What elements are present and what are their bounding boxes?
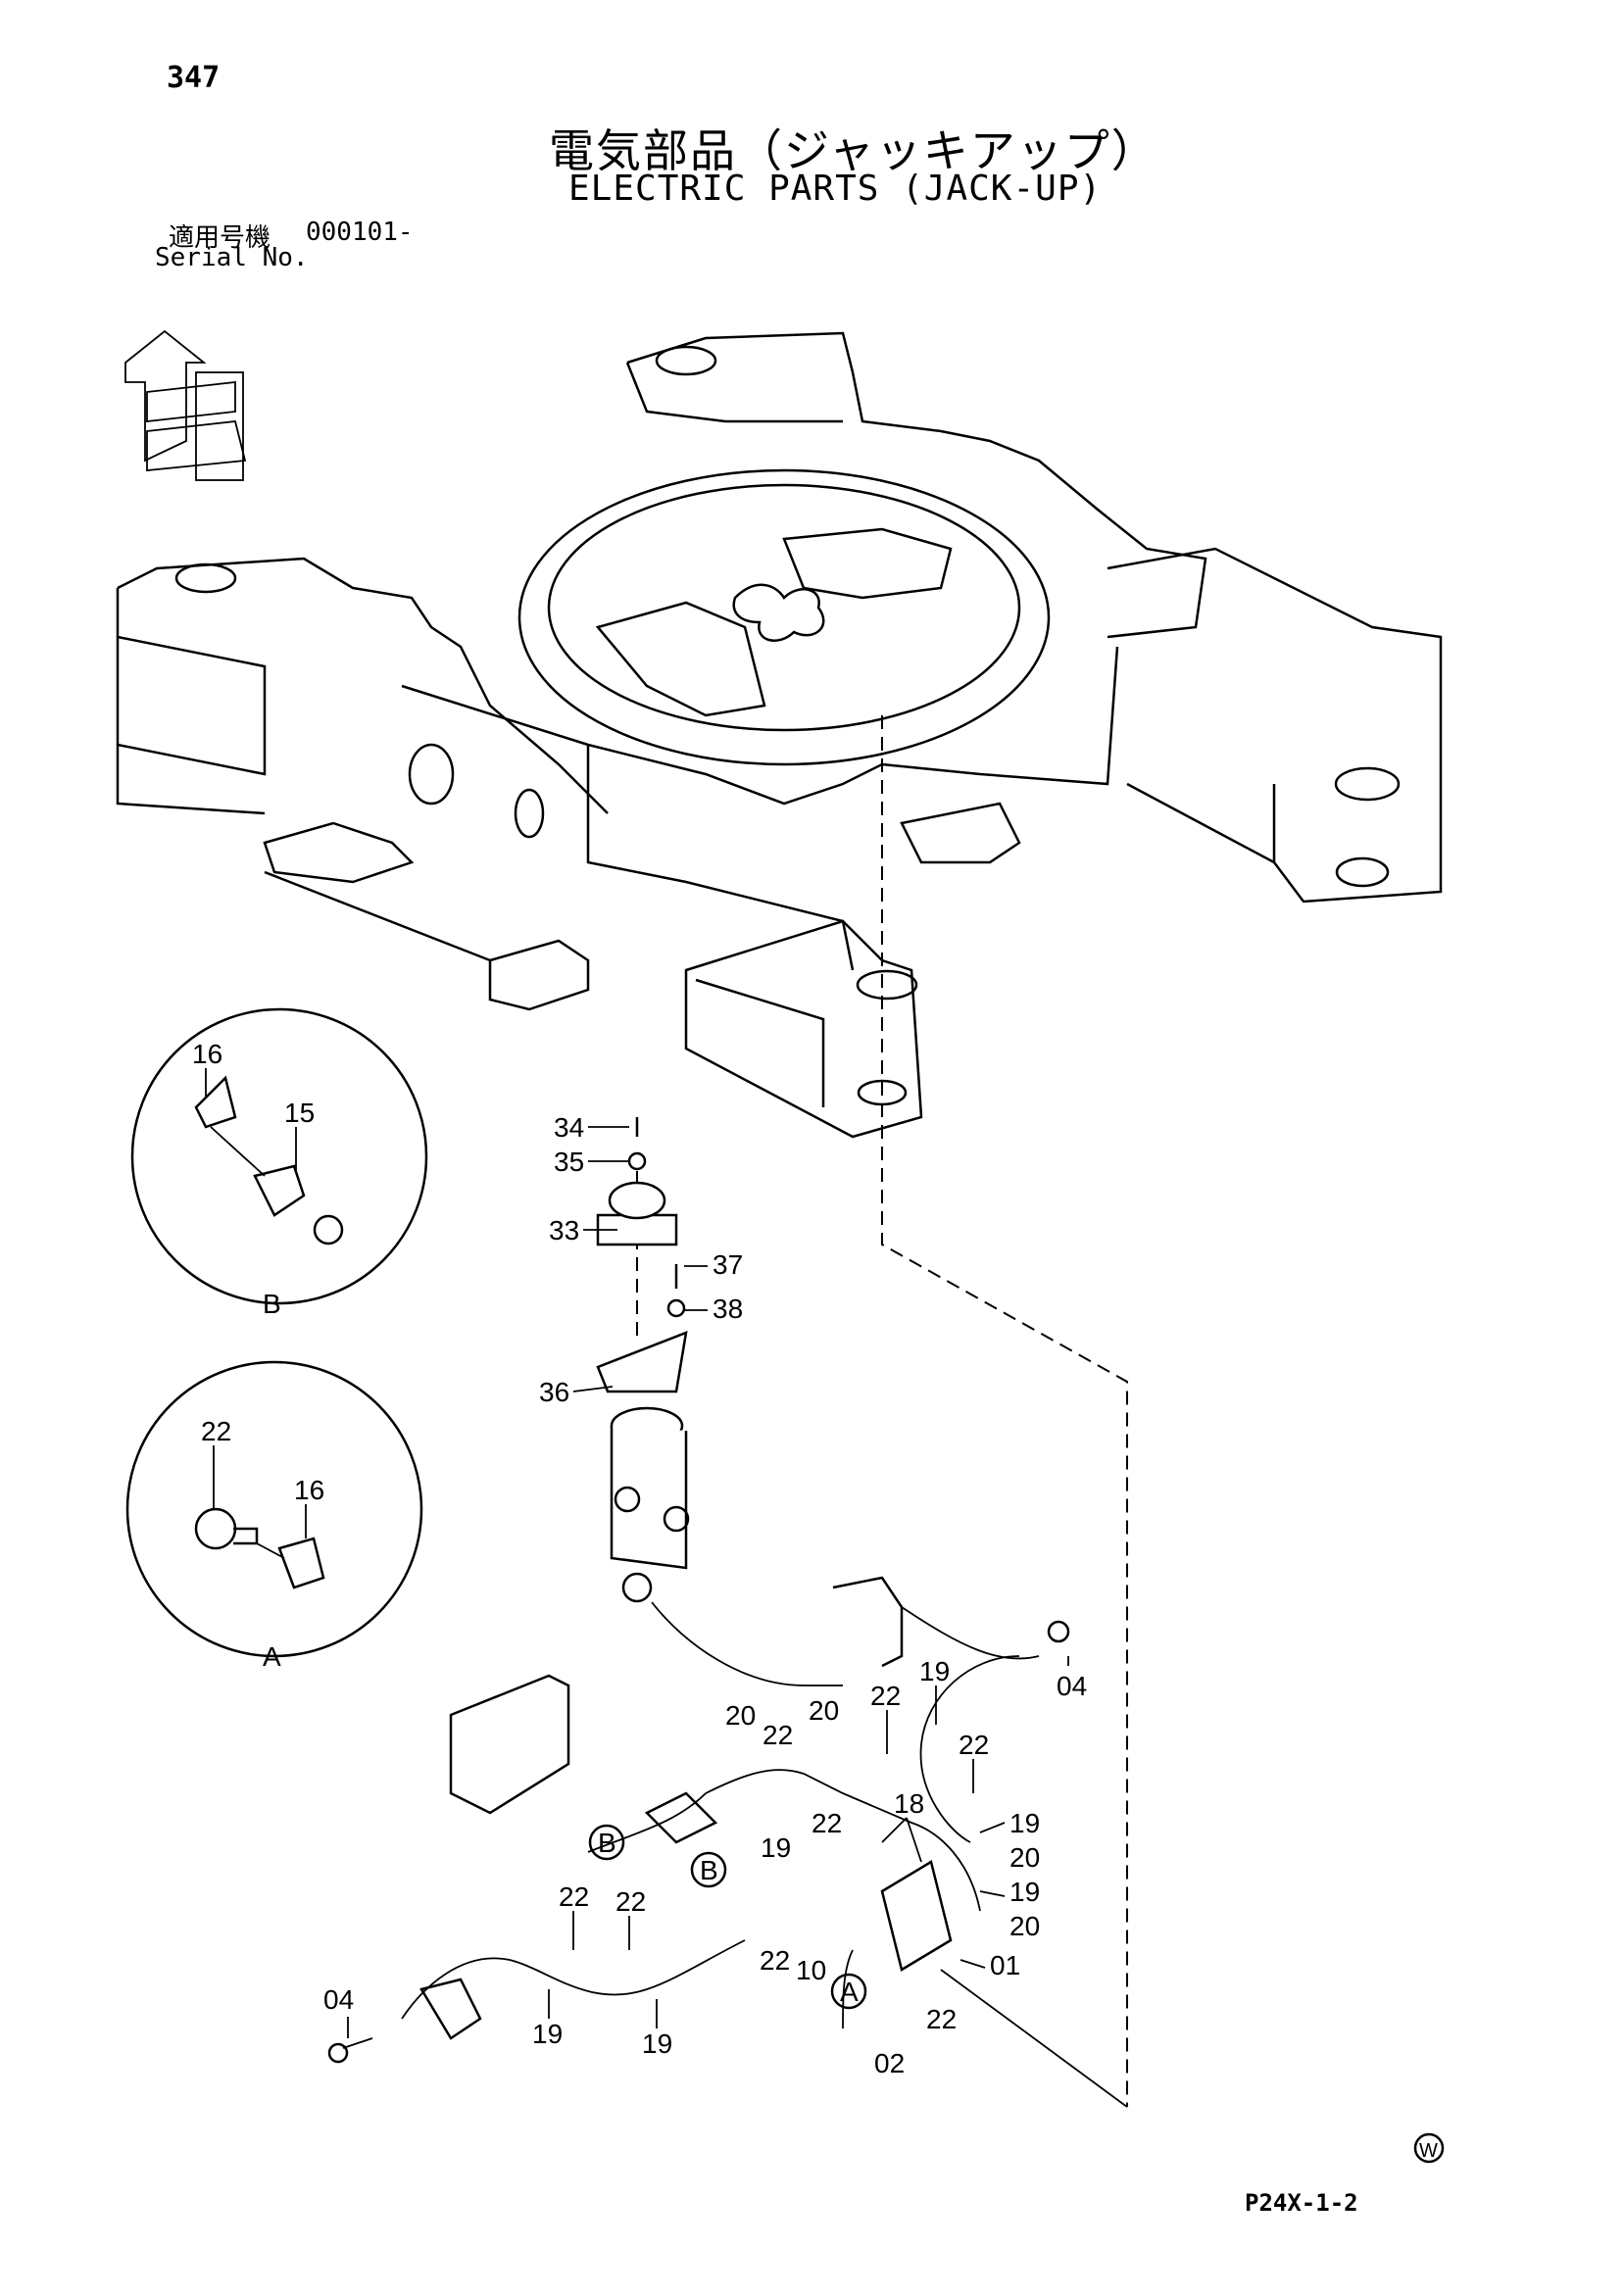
callout-19: 19 [761,1832,791,1863]
serial-label-english: Serial No. [155,243,309,272]
title-english: ELECTRIC PARTS (JACK-UP) [568,169,1103,209]
callout-22: 22 [760,1945,790,1976]
detail-a-label: A [263,1641,281,1672]
callout-20: 20 [725,1700,756,1731]
swivel-joint-assembly [596,1117,843,1686]
callout-19: 19 [1009,1808,1040,1838]
page-code: P24X-1-2 [1245,2189,1358,2217]
callout-19: 19 [532,2019,563,2049]
serial-number: 000101- [306,218,414,247]
serial-label-japanese: 適用号機 [169,223,271,253]
callout-22: 22 [615,1886,646,1917]
ref-a: A [840,1977,859,2007]
callout-04: 04 [1057,1671,1087,1701]
callout-18: 18 [894,1788,924,1819]
detail-view-a [125,1360,423,1658]
callout-16: 16 [294,1475,324,1505]
ref-b: B [598,1828,616,1858]
callout-20: 20 [809,1695,839,1726]
callout-labels: 16 15 B 22 16 A 34 35 33 37 38 36 04 19 … [192,1039,1087,2078]
callout-22: 22 [559,1881,589,1912]
svg-text:W: W [1419,2140,1438,2162]
callout-04: 04 [323,1984,354,2015]
callout-20: 20 [1009,1842,1040,1873]
callout-10: 10 [796,1955,826,1985]
callout-37: 37 [713,1249,743,1280]
callout-19: 19 [1009,1877,1040,1907]
page-number: 347 [167,61,221,95]
callout-15: 15 [284,1098,315,1128]
callout-35: 35 [554,1147,584,1177]
callout-22: 22 [201,1416,231,1446]
wiring-harness [327,1576,1128,2108]
callout-33: 33 [549,1215,579,1246]
callout-01: 01 [990,1950,1020,1980]
ref-b: B [700,1855,718,1885]
callout-34: 34 [554,1112,584,1143]
callout-22: 22 [926,2004,957,2034]
callout-20: 20 [1009,1911,1040,1941]
callout-38: 38 [713,1294,743,1324]
callout-22: 22 [812,1808,842,1838]
w-mark-icon: W [1413,2132,1445,2164]
callout-02: 02 [874,2048,905,2078]
title-japanese: 電気部品（ジャッキアップ） [549,124,1158,177]
callout-36: 36 [539,1377,569,1407]
callout-22: 22 [763,1720,793,1750]
orientation-arrows-icon [124,329,247,481]
track-frame-illustration [116,331,1443,2107]
leader-lines [205,1068,1069,2038]
callout-19: 19 [919,1656,950,1686]
callout-16: 16 [192,1039,222,1069]
detail-b-label: B [263,1289,281,1319]
detail-view-b [130,1007,428,1305]
callout-22: 22 [870,1681,901,1711]
callout-19: 19 [642,2028,672,2059]
callout-22: 22 [959,1730,989,1760]
